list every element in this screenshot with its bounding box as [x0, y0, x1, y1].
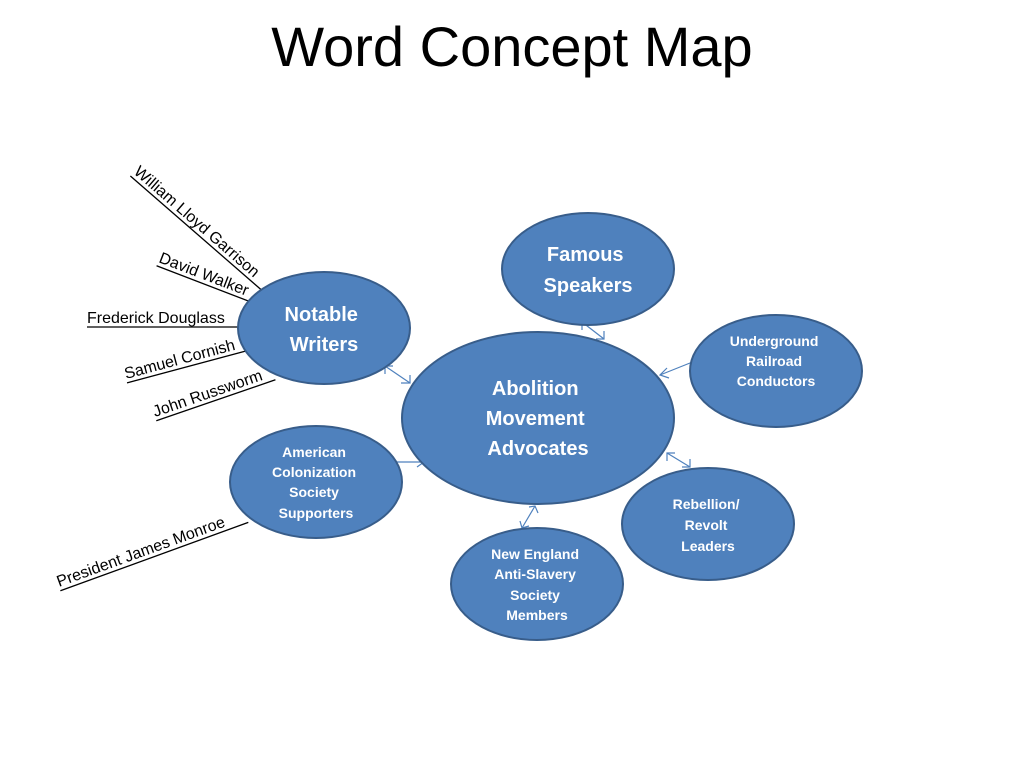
node-underground-railroad: Underground Railroad Conductors: [689, 314, 863, 428]
node-line: American: [282, 444, 346, 460]
node-line: Society: [510, 587, 560, 603]
svg-text:Underground Railroad: Underground Railroad Conductors: [730, 333, 823, 389]
node-line: Supporters: [279, 505, 354, 521]
node-notable-writers: Notable Writers: [237, 271, 411, 385]
node-line: Colonization: [272, 464, 356, 480]
node-line: Underground: [730, 333, 819, 349]
node-center: Abolition Movement Advocates: [401, 331, 675, 505]
center-line: Movement: [486, 408, 585, 430]
svg-text:Abolition Movement: Abolition Movement Advocates: [486, 378, 590, 460]
connector-newengland: [519, 505, 539, 529]
svg-text:Notable Writers: Notable Writers: [285, 304, 364, 356]
node-line: Famous: [547, 244, 624, 266]
node-line: Notable: [285, 304, 358, 326]
writer-russworm: John Russworm: [151, 367, 276, 422]
node-line: Anti-Slavery: [494, 566, 576, 582]
node-acs-supporters: American Colonization Society Supporters: [229, 425, 403, 539]
slide-title: Word Concept Map: [271, 15, 753, 78]
node-line: Leaders: [681, 538, 735, 554]
node-line: Revolt: [685, 517, 728, 533]
acs-person-label: President James Monroe: [55, 514, 228, 591]
svg-text:Rebellion/ Revolt: Rebellion/ Revolt Leaders: [673, 496, 744, 554]
node-famous-speakers: Famous Speakers: [501, 212, 675, 326]
writer-label: Samuel Cornish: [123, 337, 237, 383]
center-line: Advocates: [487, 438, 588, 460]
node-line: Conductors: [737, 373, 816, 389]
node-rebellion-leaders: Rebellion/ Revolt Leaders: [621, 467, 795, 581]
node-line: New England: [491, 546, 579, 562]
node-line: Rebellion/: [673, 496, 740, 512]
writer-label: John Russworm: [151, 367, 265, 420]
svg-text:Famous Speakers: Famous Speakers: [544, 244, 633, 297]
node-line: Society: [289, 484, 339, 500]
svg-text:American Colonization: American Colonization Society Supporters: [272, 444, 360, 521]
node-line: Members: [506, 607, 568, 623]
acs-monroe: President James Monroe: [55, 514, 249, 592]
node-line: Writers: [290, 334, 359, 356]
acs-people: President James Monroe: [55, 514, 249, 592]
writer-label: Frederick Douglass: [87, 310, 225, 327]
writer-cornish: Samuel Cornish: [123, 337, 247, 384]
node-new-england: New England Anti-Slavery Society Members: [450, 527, 624, 641]
connector-writers: [384, 365, 411, 384]
connector-rebellion: [666, 452, 691, 468]
node-line: Railroad: [746, 353, 802, 369]
center-line: Abolition: [492, 378, 579, 400]
writer-douglass: Frederick Douglass: [87, 310, 239, 328]
node-line: Speakers: [544, 275, 633, 297]
svg-text:New England Anti-Slavery: New England Anti-Slavery Society Members: [491, 546, 583, 623]
